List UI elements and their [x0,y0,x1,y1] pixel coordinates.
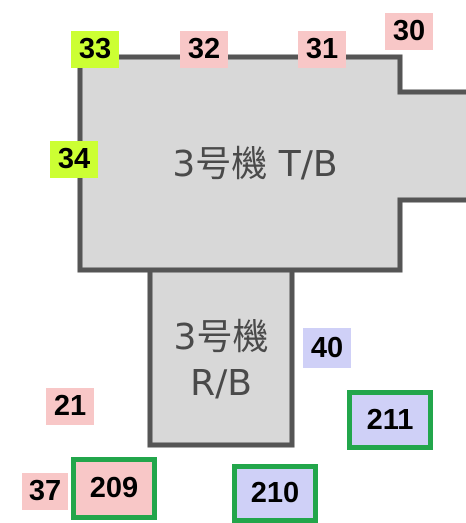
reactor-building-label-line1: 3号機 [173,317,269,358]
marker-32: 32 [180,31,228,68]
marker-33: 33 [71,31,119,68]
reactor-building-label-line2: R/B [190,363,252,404]
marker-210: 210 [232,464,318,523]
marker-21: 21 [46,388,94,425]
marker-211: 211 [347,390,433,450]
marker-34: 34 [50,141,98,178]
marker-31: 31 [298,31,346,68]
turbine-building-label: 3号機 T/B [172,144,338,185]
marker-30: 30 [385,13,433,50]
marker-37: 37 [22,473,68,510]
reactor-building-label: 3号機 R/B [150,315,292,407]
marker-209: 209 [71,457,157,520]
marker-40: 40 [303,328,351,368]
reactor-building [147,267,295,448]
